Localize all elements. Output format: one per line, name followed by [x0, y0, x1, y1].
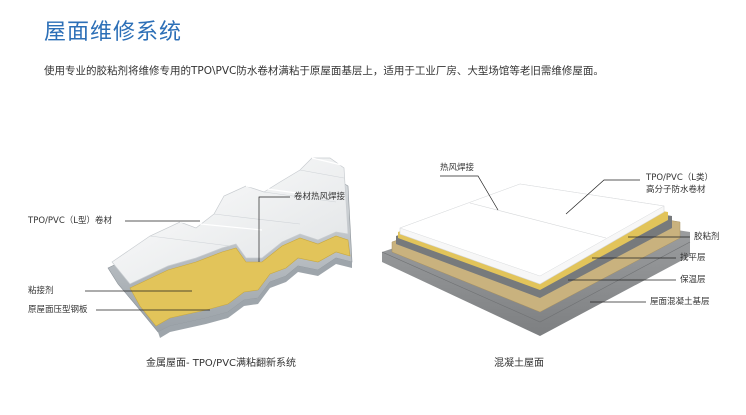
page-description: 使用专业的胶粘剂将维修专用的TPO\PVC防水卷材满粘于原屋面基层上，适用于工业…	[44, 65, 604, 77]
label-insulation: 保温层	[680, 275, 706, 285]
label-steel-sheet: 原屋面压型钢板	[28, 305, 88, 315]
page-title: 屋面维修系统	[44, 20, 183, 45]
label-leveling: 找平层	[680, 253, 706, 263]
label-hot-air-weld-right: 热风焊接	[440, 163, 475, 173]
adhesive-layer	[129, 235, 351, 327]
label-membrane-line2: 高分子防水卷材	[646, 185, 706, 195]
label-tpo-membrane: TPO/PVC（L型）卷材	[28, 216, 112, 226]
caption-concrete-roof: 混凝土屋面	[494, 358, 544, 369]
label-membrane-line1: TPO/PVC（L类）	[646, 173, 713, 183]
membrane-layer	[111, 157, 349, 285]
label-hot-air-weld-left: 卷材热风焊接	[294, 192, 346, 202]
label-adhesive: 粘接剂	[28, 286, 54, 296]
label-concrete-base: 屋面混凝土基层	[650, 297, 710, 307]
label-glue: 胶粘剂	[694, 232, 720, 242]
steel-rib-front	[158, 258, 352, 338]
caption-metal-roof: 金属屋面- TPO/PVC满粘翻新系统	[146, 358, 297, 369]
